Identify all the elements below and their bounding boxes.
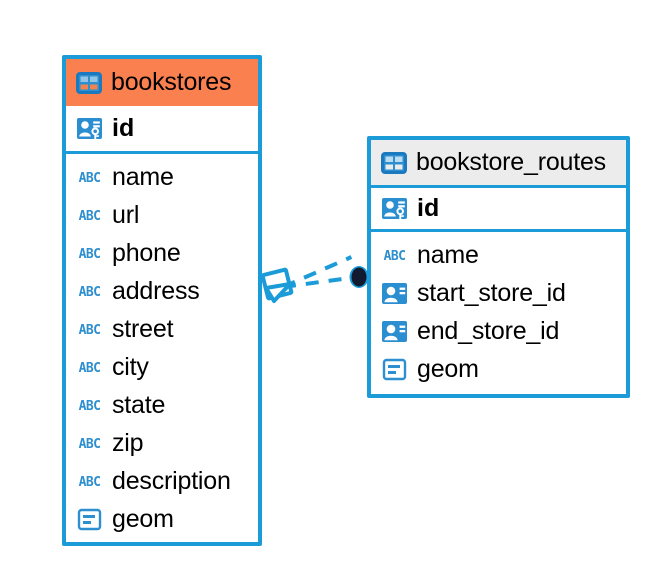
text-type-icon: ABC bbox=[76, 468, 103, 495]
field-row-id[interactable]: id bbox=[66, 106, 258, 154]
field-row-zip[interactable]: ABC zip bbox=[66, 424, 258, 462]
filled-circle-marker bbox=[349, 266, 369, 288]
relationship-line-upper bbox=[282, 255, 353, 289]
field-row-geom[interactable]: geom bbox=[66, 500, 258, 538]
table-icon bbox=[76, 70, 102, 96]
text-type-icon: ABC bbox=[76, 278, 103, 305]
svg-text:ABC: ABC bbox=[79, 247, 101, 262]
text-type-icon: ABC bbox=[76, 202, 103, 229]
field-label: city bbox=[112, 352, 149, 381]
svg-text:ABC: ABC bbox=[79, 171, 101, 186]
field-label: zip bbox=[112, 428, 144, 457]
svg-text:ABC: ABC bbox=[384, 249, 406, 264]
field-label: description bbox=[112, 466, 231, 495]
field-row-name[interactable]: ABC name bbox=[66, 158, 258, 196]
field-label: end_store_id bbox=[417, 316, 560, 345]
entity-header-bookstore-routes[interactable]: bookstore_routes bbox=[371, 140, 626, 185]
svg-text:ABC: ABC bbox=[79, 437, 101, 452]
field-row-name[interactable]: ABC name bbox=[371, 236, 626, 274]
svg-text:ABC: ABC bbox=[79, 285, 101, 300]
entity-name-label: bookstores bbox=[111, 68, 232, 96]
text-type-icon: ABC bbox=[76, 164, 103, 191]
table-icon bbox=[381, 150, 407, 176]
field-list-bookstore-routes: ABC name start_store_id bbox=[371, 232, 626, 390]
field-label: name bbox=[417, 240, 479, 269]
svg-text:ABC: ABC bbox=[79, 475, 101, 490]
geometry-type-icon bbox=[76, 506, 103, 533]
field-row-url[interactable]: ABC url bbox=[66, 196, 258, 234]
crows-foot-diamond-marker bbox=[260, 267, 294, 303]
field-row-city[interactable]: ABC city bbox=[66, 348, 258, 386]
entity-bookstore-routes[interactable]: bookstore_routes id bbox=[367, 136, 630, 398]
field-label: address bbox=[112, 276, 200, 305]
field-label: url bbox=[112, 200, 140, 229]
geometry-type-icon bbox=[381, 356, 408, 383]
field-row-id[interactable]: id bbox=[371, 185, 626, 232]
field-label: geom bbox=[112, 504, 174, 533]
foreign-key-icon bbox=[381, 318, 408, 345]
field-row-address[interactable]: ABC address bbox=[66, 272, 258, 310]
field-label: state bbox=[112, 390, 166, 419]
foreign-key-icon bbox=[381, 280, 408, 307]
field-row-street[interactable]: ABC street bbox=[66, 310, 258, 348]
svg-text:ABC: ABC bbox=[79, 209, 101, 224]
field-label: name bbox=[112, 162, 174, 191]
entity-name-label: bookstore_routes bbox=[416, 148, 606, 176]
field-label: geom bbox=[417, 354, 479, 383]
field-row-description[interactable]: ABC description bbox=[66, 462, 258, 500]
entity-bookstores[interactable]: bookstores id bbox=[62, 55, 262, 546]
svg-text:ABC: ABC bbox=[79, 361, 101, 376]
entity-header-bookstores[interactable]: bookstores bbox=[66, 59, 258, 106]
text-type-icon: ABC bbox=[76, 354, 103, 381]
primary-key-icon bbox=[76, 115, 103, 142]
field-row-end-store-id[interactable]: end_store_id bbox=[371, 312, 626, 350]
field-label: id bbox=[112, 114, 135, 142]
field-row-state[interactable]: ABC state bbox=[66, 386, 258, 424]
field-list-bookstores: ABC name ABC url ABC pho bbox=[66, 154, 258, 540]
field-label: street bbox=[112, 314, 174, 343]
field-row-start-store-id[interactable]: start_store_id bbox=[371, 274, 626, 312]
field-row-phone[interactable]: ABC phone bbox=[66, 234, 258, 272]
field-label: id bbox=[417, 194, 440, 222]
text-type-icon: ABC bbox=[381, 242, 408, 269]
text-type-icon: ABC bbox=[76, 240, 103, 267]
text-type-icon: ABC bbox=[76, 316, 103, 343]
text-type-icon: ABC bbox=[76, 430, 103, 457]
field-row-geom[interactable]: geom bbox=[371, 350, 626, 388]
svg-text:ABC: ABC bbox=[79, 323, 101, 338]
field-label: phone bbox=[112, 238, 181, 267]
primary-key-icon bbox=[381, 195, 408, 222]
relationship-line-lower bbox=[282, 275, 358, 289]
svg-text:ABC: ABC bbox=[79, 399, 101, 414]
text-type-icon: ABC bbox=[76, 392, 103, 419]
field-label: start_store_id bbox=[417, 278, 566, 307]
